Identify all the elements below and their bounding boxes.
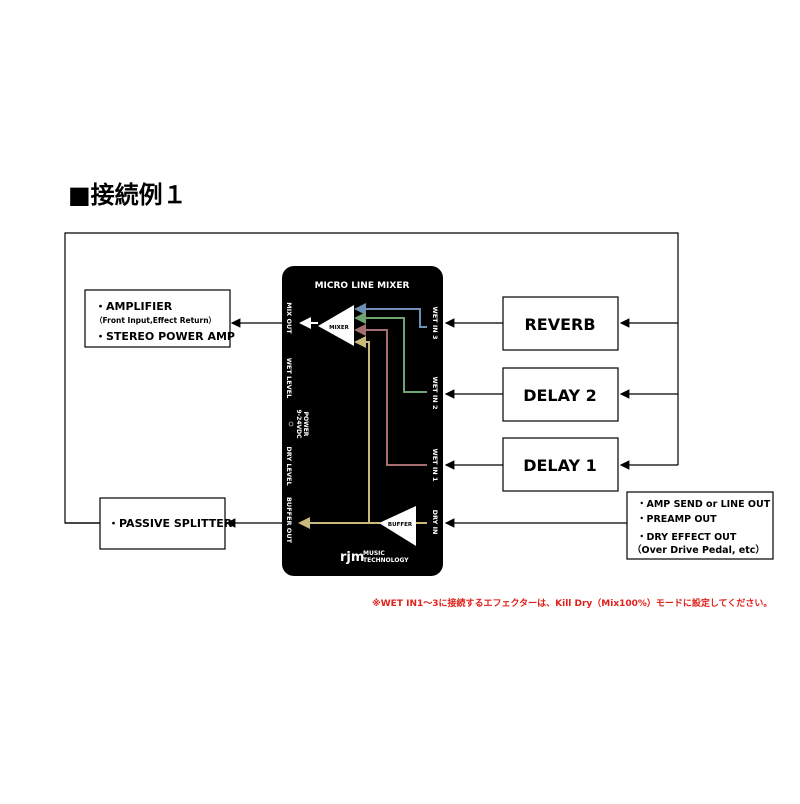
mixer-label: MIXER: [329, 325, 350, 331]
mixer-triangle: [318, 305, 354, 346]
logo-text-music: MUSIC: [363, 550, 385, 557]
power-voltage-label: 9-24VDC: [295, 409, 302, 439]
delay2-box: [502, 367, 619, 422]
device-name: MICRO LINE MIXER: [315, 281, 410, 291]
wire-wet-in2: [354, 312, 427, 393]
wire-dry-to-mixer: [354, 336, 370, 523]
wet-in1-label: WET IN 1: [431, 449, 439, 482]
rjm-logo: rjm: [340, 550, 364, 565]
micro-line-mixer-device: [282, 266, 443, 576]
dry-in-label: DRY IN: [431, 510, 439, 535]
power-label: POWER: [302, 412, 309, 437]
source-label-2: ・PREAMP OUT: [637, 514, 717, 525]
dry-level-label: DRY LEVEL: [285, 446, 293, 485]
source-label-1: ・AMP SEND or LINE OUT: [637, 499, 771, 510]
wet-in2-label: WET IN 2: [431, 377, 439, 410]
stereo-power-amp-label: ・STEREO POWER AMP: [95, 330, 235, 343]
amplifier-label: ・AMPLIFIER: [95, 300, 173, 313]
wire-wet-in3: [354, 303, 427, 328]
delay2-label: DELAY 2: [523, 386, 597, 405]
buffer-triangle: [379, 506, 416, 546]
power-polarity-icon: [288, 421, 294, 427]
amplifier-sub-label: （Front Input,Effect Return）: [95, 315, 216, 325]
reverb-box: [502, 296, 619, 351]
page-title: ■接続例１: [68, 181, 187, 209]
source-box: [626, 491, 774, 560]
source-label-4: （Over Drive Pedal, etc）: [632, 544, 765, 556]
logo-text-technology: TECHNOLOGY: [363, 557, 409, 564]
mix-out-label: MIX OUT: [285, 302, 293, 334]
amplifier-box: [84, 289, 231, 348]
wet-level-label: WET LEVEL: [285, 358, 293, 399]
wet-in3-label: WET IN 3: [431, 307, 439, 340]
kill-dry-note: ※WET IN1～3に接続するエフェクターは、Kill Dry（Mix100%）…: [372, 597, 772, 609]
delay1-box: [502, 437, 619, 492]
buffer-out-label: BUFFER OUT: [285, 497, 293, 544]
reverb-label: REVERB: [524, 315, 595, 334]
wire-wet-in1: [354, 324, 427, 466]
buffer-label: BUFFER: [388, 522, 413, 528]
delay1-label: DELAY 1: [523, 456, 597, 475]
passive-splitter-box: [99, 497, 226, 550]
source-label-3: ・DRY EFFECT OUT: [637, 532, 737, 543]
passive-splitter-label: ・PASSIVE SPLITTER: [108, 517, 233, 530]
